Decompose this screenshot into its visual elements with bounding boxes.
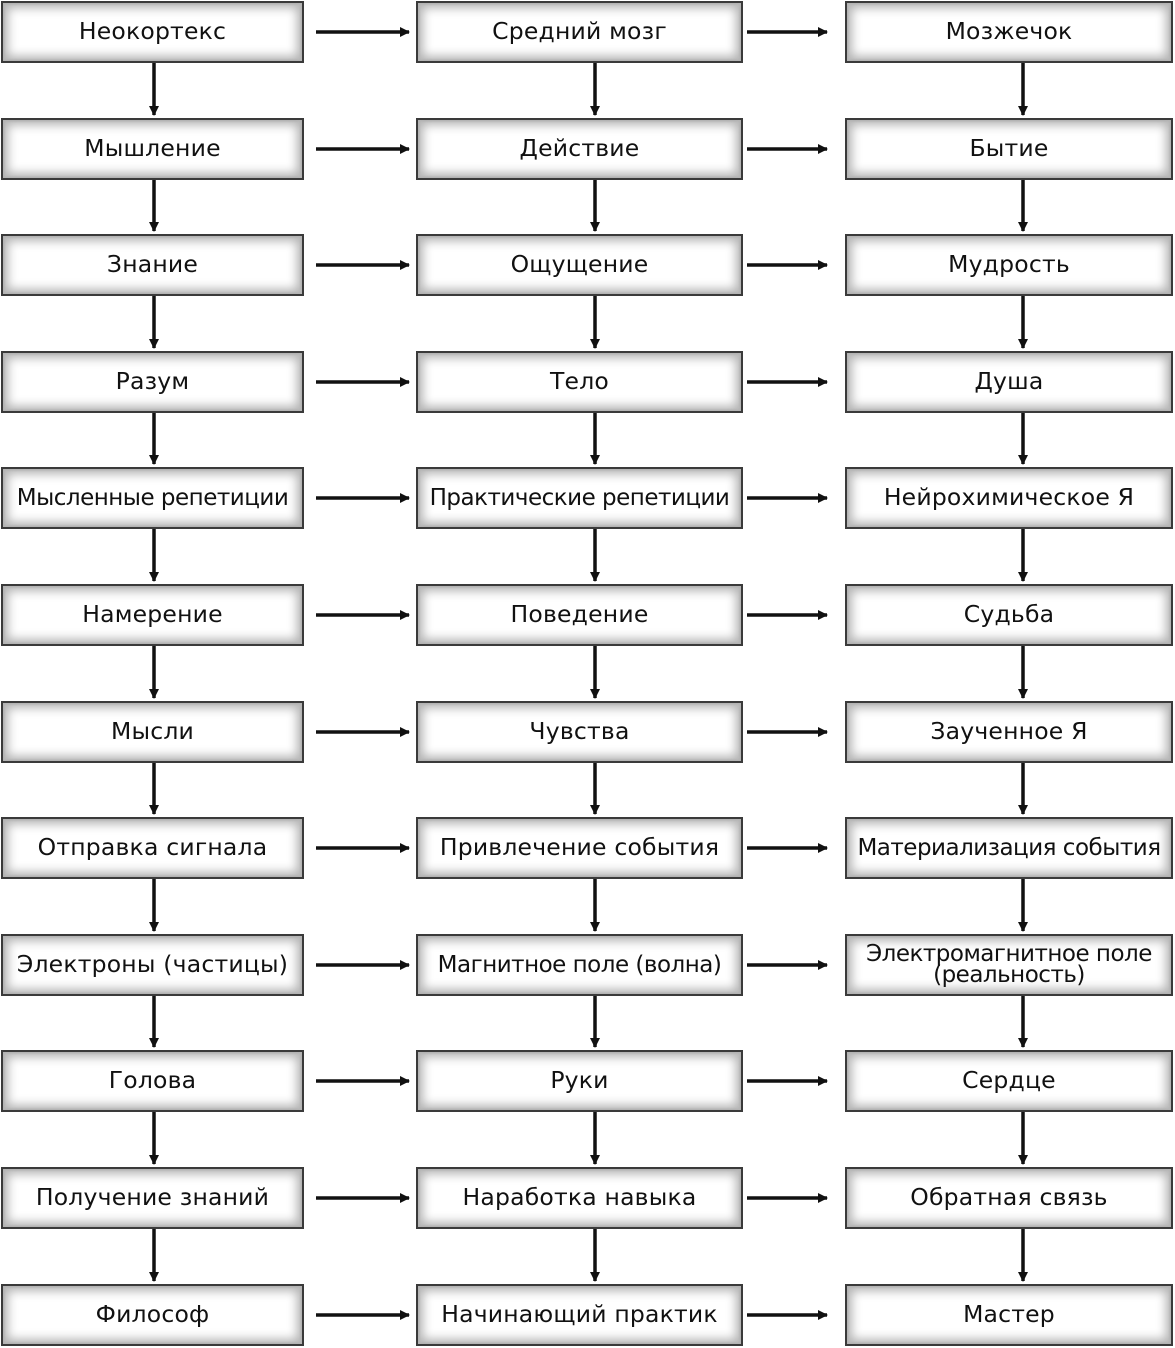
arrow-layer: [149, 27, 1028, 1320]
node-col3-row12: Мастер: [845, 1284, 1173, 1346]
node-col2-row8: Привлечение события: [416, 817, 743, 879]
node-col2-row9: Магнитное поле (волна): [416, 934, 743, 996]
node-col1-row8: Отправка сигнала: [1, 817, 304, 879]
node-col3-row5: Нейрохимическое Я: [845, 467, 1173, 529]
node-col2-row3: Ощущение: [416, 234, 743, 296]
node-col3-row9: Электромагнитное поле(реальность): [845, 934, 1173, 996]
node-col3-row11: Обратная связь: [845, 1167, 1173, 1229]
node-col1-row4: Разум: [1, 351, 304, 413]
node-col1-row11: Получение знаний: [1, 1167, 304, 1229]
node-col1-row7: Мысли: [1, 701, 304, 763]
node-col2-row5: Практические репетиции: [416, 467, 743, 529]
node-col1-row12: Философ: [1, 1284, 304, 1346]
node-col3-row7: Заученное Я: [845, 701, 1173, 763]
node-col1-row3: Знание: [1, 234, 304, 296]
node-col1-row10: Голова: [1, 1050, 304, 1112]
node-col1-row9: Электроны (частицы): [1, 934, 304, 996]
node-col3-row1: Мозжечок: [845, 1, 1173, 63]
node-col2-row10: Руки: [416, 1050, 743, 1112]
node-col2-row1: Средний мозг: [416, 1, 743, 63]
node-col2-row4: Тело: [416, 351, 743, 413]
node-col2-row7: Чувства: [416, 701, 743, 763]
node-col2-row6: Поведение: [416, 584, 743, 646]
node-col3-row3: Мудрость: [845, 234, 1173, 296]
node-col3-row4: Душа: [845, 351, 1173, 413]
node-col2-row12: Начинающий практик: [416, 1284, 743, 1346]
node-col1-row2: Мышление: [1, 118, 304, 180]
node-col1-row1: Неокортекс: [1, 1, 304, 63]
node-col3-row8: Материализация события: [845, 817, 1173, 879]
node-col2-row2: Действие: [416, 118, 743, 180]
node-col2-row11: Наработка навыка: [416, 1167, 743, 1229]
node-col3-row2: Бытие: [845, 118, 1173, 180]
node-col1-row6: Намерение: [1, 584, 304, 646]
node-col1-row5: Мысленные репетиции: [1, 467, 304, 529]
node-col3-row10: Сердце: [845, 1050, 1173, 1112]
node-col3-row6: Судьба: [845, 584, 1173, 646]
